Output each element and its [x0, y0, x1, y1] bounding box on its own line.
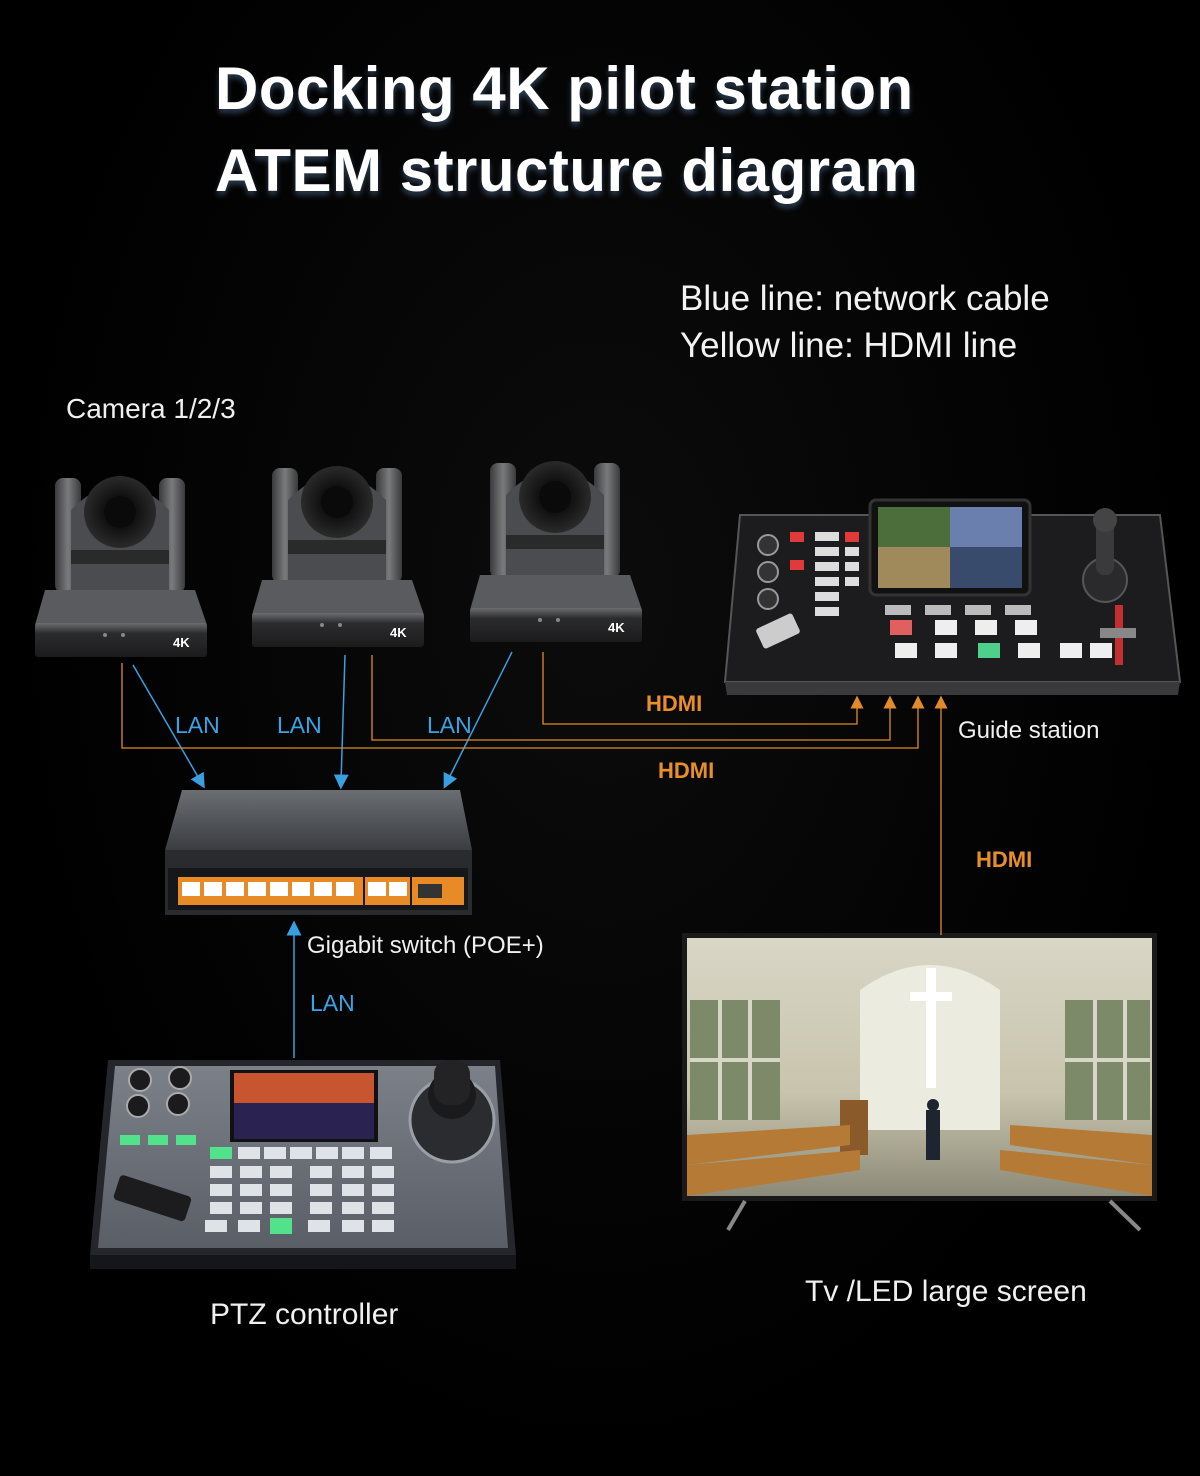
lan-tag-1: LAN	[175, 712, 220, 739]
guide-station	[725, 500, 1180, 695]
camera-badge: 4K	[390, 625, 407, 640]
screen-label: Tv /LED large screen	[805, 1275, 1087, 1309]
hdmi-tag-screen: HDMI	[976, 847, 1032, 873]
lan-tag-ptz: LAN	[310, 990, 355, 1017]
cameras-label: Camera 1/2/3	[66, 393, 236, 425]
camera-badge: 4K	[608, 620, 625, 635]
hdmi-tag-camera-3: HDMI	[646, 691, 702, 717]
camera-3: 4K	[470, 461, 642, 642]
ptz-controller-label: PTZ controller	[210, 1298, 398, 1332]
hdmi-tag-cameras: HDMI	[658, 758, 714, 784]
lan-tag-2: LAN	[277, 712, 322, 739]
lan-line-camera-2	[341, 655, 345, 782]
guide-station-label: Guide station	[958, 717, 1099, 745]
lan-tag-3: LAN	[427, 712, 472, 739]
camera-badge: 4K	[173, 635, 190, 650]
camera-2: 4K	[252, 466, 424, 647]
tv-screen	[682, 933, 1157, 1230]
camera-1: 4K	[35, 476, 207, 657]
ptz-controller	[90, 1060, 516, 1269]
switch-label: Gigabit switch (POE+)	[307, 932, 544, 960]
gigabit-switch	[165, 790, 472, 915]
